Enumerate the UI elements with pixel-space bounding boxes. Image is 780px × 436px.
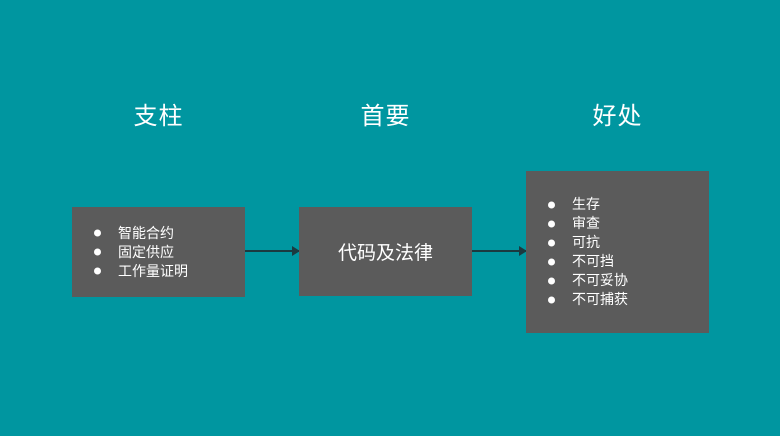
list-item: 不可捕获 bbox=[548, 290, 628, 309]
list-item: 生存 bbox=[548, 195, 628, 214]
column-header-benefits: 好处 bbox=[592, 103, 643, 130]
list-item: 智能合约 bbox=[94, 224, 188, 243]
column-header-primary: 首要 bbox=[360, 103, 411, 130]
pillars-box: 智能合约 固定供应 工作量证明 bbox=[72, 207, 245, 297]
benefits-list: 生存 审查 可抗 不可挡 不可妥协 不可捕获 bbox=[526, 195, 628, 309]
arrow-primary-to-benefits bbox=[472, 250, 526, 252]
primary-box-label: 代码及法律 bbox=[337, 243, 433, 264]
list-item: 审查 bbox=[548, 214, 628, 233]
arrow-pillars-to-primary bbox=[245, 250, 299, 252]
column-header-pillars: 支柱 bbox=[133, 103, 184, 130]
list-item: 固定供应 bbox=[94, 243, 188, 262]
benefits-box: 生存 审查 可抗 不可挡 不可妥协 不可捕获 bbox=[526, 171, 709, 333]
list-item: 工作量证明 bbox=[94, 262, 188, 281]
list-item: 可抗 bbox=[548, 233, 628, 252]
list-item: 不可妥协 bbox=[548, 271, 628, 290]
list-item: 不可挡 bbox=[548, 252, 628, 271]
pillars-list: 智能合约 固定供应 工作量证明 bbox=[72, 224, 188, 281]
primary-box: 代码及法律 bbox=[299, 207, 472, 296]
